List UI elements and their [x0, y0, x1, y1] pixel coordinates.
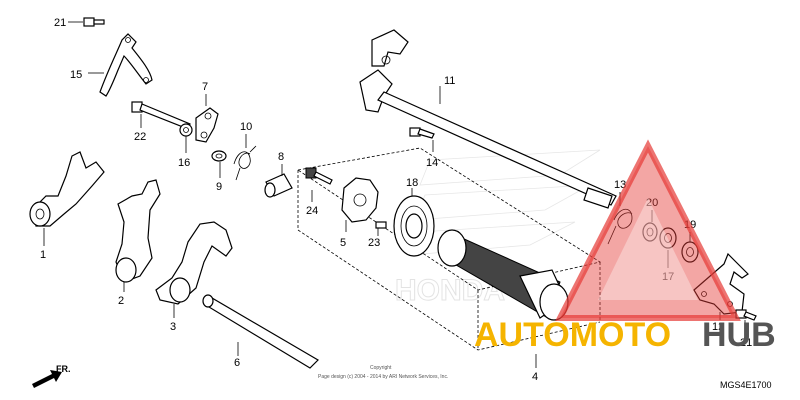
shift-fork-3	[155, 221, 233, 305]
copyright-line2: Page design (c) 2004 - 2014 by ARI Netwo…	[318, 374, 448, 380]
bolt-24	[305, 167, 333, 185]
callout-15: 15	[70, 69, 82, 81]
callout-4: 4	[532, 371, 538, 383]
callout-10: 10	[240, 121, 252, 133]
collar-9	[211, 150, 227, 162]
callout-1: 1	[40, 249, 46, 261]
watermark-text-hub: HUB	[702, 316, 776, 354]
watermark-text-automoto: AUTOMOTO	[474, 316, 671, 354]
shift-shaft-11	[359, 29, 617, 209]
bolt-22	[131, 101, 191, 130]
callout-23: 23	[368, 237, 380, 249]
collar-20	[642, 222, 658, 242]
automotohub-watermark: AUTOMOTO HUB	[474, 139, 776, 354]
washer-17	[659, 227, 677, 249]
callout-24: 24	[306, 205, 318, 217]
assembly-box-lower	[297, 170, 601, 351]
callout-5: 5	[340, 237, 346, 249]
copyright-line1: Copyright	[370, 365, 392, 371]
callout-9: 9	[216, 181, 222, 193]
bracket-15	[99, 33, 153, 97]
stopper-plate-5	[341, 177, 379, 223]
callout-16: 16	[178, 157, 190, 169]
watermark-triangle	[555, 139, 741, 321]
pin-8	[264, 173, 293, 198]
stopper-arm-7	[195, 107, 219, 143]
callout-20: 20	[646, 197, 658, 209]
spring-10	[233, 145, 257, 181]
callout-12: 12	[712, 321, 724, 333]
callout-6: 6	[234, 357, 240, 369]
shift-fork-1	[29, 151, 105, 227]
washer-16	[179, 123, 193, 137]
shift-fork-2	[115, 179, 161, 283]
fork-shaft-6	[202, 294, 319, 369]
callout-11: 11	[444, 75, 455, 87]
callout-7: 7	[202, 81, 208, 93]
callout-14: 14	[426, 157, 438, 169]
front-arrow: FR.	[32, 364, 71, 388]
diagram-code: MGS4E1700	[720, 380, 772, 390]
callout-22: 22	[134, 131, 146, 143]
callout-21-bottom: 21	[740, 337, 752, 349]
callout-8: 8	[278, 151, 284, 163]
spring-13	[607, 208, 633, 245]
callout-2: 2	[118, 295, 124, 307]
watermark-triangle-inner	[598, 198, 698, 300]
bearing-18	[393, 195, 435, 257]
bolt-21-top	[83, 17, 105, 27]
callout-17: 17	[662, 271, 674, 283]
callout-3: 3	[170, 321, 176, 333]
pin-23	[375, 221, 387, 229]
bolt-14	[409, 127, 435, 139]
callout-21-top: 21	[54, 17, 66, 29]
callout-18: 18	[406, 177, 418, 189]
copyright-notice: Copyright Page design (c) 2004 - 2014 by…	[318, 365, 448, 380]
front-label: FR.	[56, 364, 71, 374]
